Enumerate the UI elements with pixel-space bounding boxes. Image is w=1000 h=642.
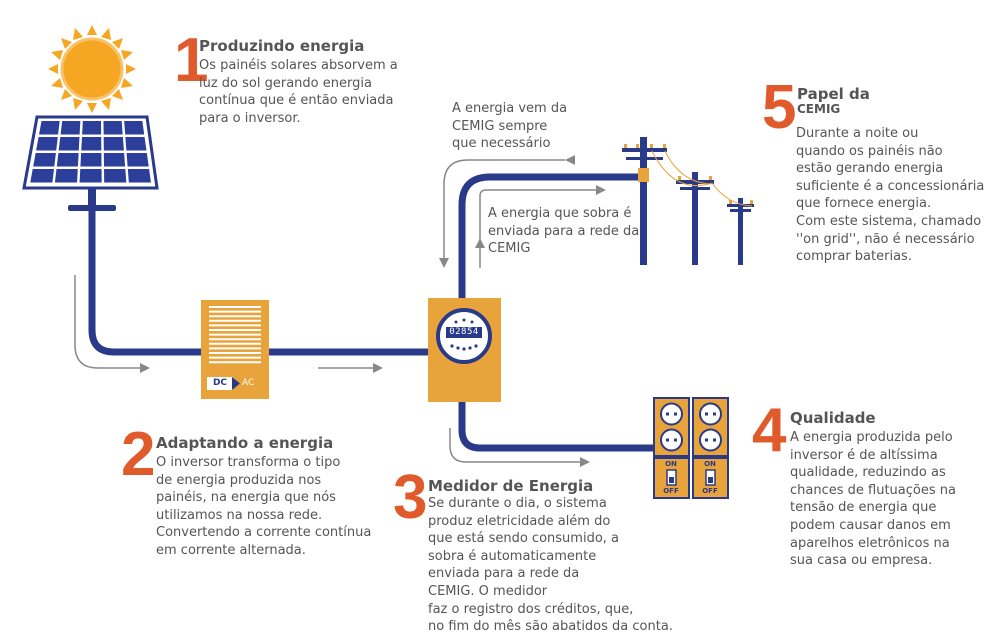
step-4-text: A energia produzida pelo inversor é de a… bbox=[790, 430, 956, 569]
solar-cell bbox=[104, 169, 127, 183]
solar-cell bbox=[30, 169, 54, 183]
outlets-and-switches-icon bbox=[653, 397, 729, 499]
solar-cell bbox=[39, 121, 60, 135]
solar-cell bbox=[60, 121, 81, 135]
arrow-panel-down bbox=[74, 275, 140, 369]
wires bbox=[88, 173, 659, 452]
step-3-title: Medidor de Energia bbox=[428, 477, 594, 495]
sun-icon bbox=[48, 25, 136, 113]
step-1-text: Os painéis solares absorvem a luz do sol… bbox=[199, 58, 398, 126]
arrow-grid-in bbox=[443, 159, 565, 258]
energy-meter-icon bbox=[428, 298, 501, 402]
step-5-subtitle: CEMIG bbox=[797, 102, 841, 116]
note-grid-out: A energia que sobra é enviada para a red… bbox=[488, 206, 640, 257]
solar-cell bbox=[54, 169, 78, 183]
utility-poles-icon bbox=[622, 137, 754, 265]
solar-cell bbox=[58, 137, 80, 151]
switch-right-off-label: OFF bbox=[702, 487, 718, 495]
solar-cell bbox=[79, 169, 102, 183]
solar-cell bbox=[80, 153, 102, 167]
solar-cell bbox=[103, 153, 126, 167]
solar-cell bbox=[125, 137, 147, 151]
meter-reading: 02854 bbox=[449, 327, 479, 337]
solar-cell bbox=[36, 137, 58, 151]
solar-cell bbox=[82, 121, 102, 135]
solar-panel-icon bbox=[22, 115, 159, 211]
solar-cell bbox=[124, 121, 145, 135]
step-1-number: 1 bbox=[174, 26, 209, 95]
arrow-to-outlets bbox=[449, 428, 580, 463]
solar-cell bbox=[33, 153, 56, 167]
inverter-ac-label: AC bbox=[242, 378, 255, 388]
step-4-title: Qualidade bbox=[790, 409, 876, 427]
meter-to-outlets-wire bbox=[458, 396, 659, 452]
step-2-number: 2 bbox=[121, 420, 156, 489]
step-5-text: Durante a noite ou quando os painéis não… bbox=[796, 126, 985, 265]
solar-cell bbox=[126, 153, 149, 167]
inverter-dc-label: DC bbox=[212, 378, 228, 388]
step-5-number: 5 bbox=[762, 73, 797, 142]
arrow-grid-out bbox=[479, 189, 596, 268]
step-2-text: O inversor transforma o tipo de energia … bbox=[156, 455, 372, 558]
solar-cell bbox=[103, 137, 124, 151]
step-1-title: Produzindo energia bbox=[199, 37, 365, 55]
switch-left-on-label: ON bbox=[665, 460, 677, 468]
step-4-number: 4 bbox=[752, 396, 787, 465]
solar-cell bbox=[127, 169, 151, 183]
panel-to-inverter-wire bbox=[88, 201, 434, 356]
switch-left-off-label: OFF bbox=[663, 487, 679, 495]
step-3-text: Se durante o dia, o sistema produz eletr… bbox=[428, 496, 673, 635]
inverter-icon bbox=[201, 300, 269, 399]
solar-cell bbox=[103, 121, 123, 135]
solar-cell bbox=[81, 137, 102, 151]
switch-right-on-label: ON bbox=[704, 460, 716, 468]
flow-arrows bbox=[74, 155, 606, 467]
step-5-title: Papel da bbox=[797, 85, 870, 103]
step-2-title: Adaptando a energia bbox=[156, 434, 334, 452]
note-grid-in: A energia vem da CEMIG sempre que necess… bbox=[452, 101, 568, 152]
step-3-number: 3 bbox=[393, 463, 428, 532]
solar-cell bbox=[56, 153, 79, 167]
meter-to-grid-wire bbox=[458, 173, 646, 304]
